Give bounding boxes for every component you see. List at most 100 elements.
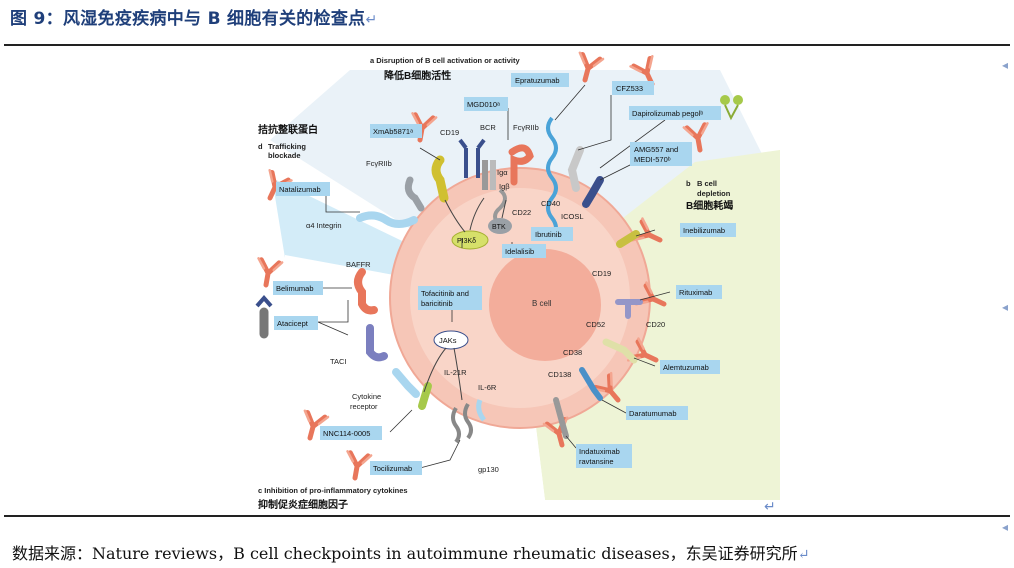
section-c-cn: 抑制促炎症细胞因子	[258, 498, 348, 511]
section-b-cn: B细胞耗竭	[686, 199, 733, 212]
peg-icon	[733, 95, 743, 105]
signal-arrows	[444, 197, 507, 233]
section-b-title: B cell	[697, 179, 717, 188]
peg-icon	[724, 104, 739, 121]
drug-box-tocilizumab	[370, 461, 422, 475]
atacicept-icon	[255, 294, 273, 308]
drug-box-inebilizumab	[680, 223, 736, 237]
drug-label-amg557: MEDI-570ᵇ	[634, 155, 671, 164]
drug-box-cfz533	[612, 81, 654, 95]
molecule-label-fcgriib: FcγRIIb	[513, 123, 539, 132]
molecule-label-il6r: IL-6R	[478, 383, 497, 392]
jak-signal-arrows	[423, 347, 463, 401]
section-c-title: c Inhibition of pro-inflammatory cytokin…	[258, 486, 408, 495]
jaks-node	[433, 330, 469, 350]
drug-box-nnc114	[320, 426, 382, 440]
bottom-rule	[4, 515, 1010, 517]
molecule-label-cd138: CD138	[548, 370, 571, 379]
drug-label-rituximab: Rituximab	[679, 288, 712, 297]
fcgriib-left-receptor	[404, 176, 425, 212]
cd38-receptor	[579, 367, 603, 401]
drug-label-tofacitinib: Tofacitinib and	[421, 289, 469, 298]
cd20-receptor	[615, 299, 643, 319]
margin-mark-icon: ◂	[1001, 520, 1008, 534]
molecule-label-btk: BTK	[492, 224, 506, 231]
drug-box-mgd010	[464, 97, 508, 111]
margin-mark-icon: ◂	[1001, 300, 1008, 314]
drug-label-xmab5871: XmAb5871ᵃ	[373, 127, 413, 136]
drug-box-indatuximab	[576, 444, 632, 468]
molecule-label-cd19: CD19	[592, 269, 611, 278]
section-d-cn: 拮抗整联蛋白	[258, 123, 318, 136]
drug-label-indatuximab: ravtansine	[579, 457, 614, 466]
molecule-label-cd52: CD52	[586, 320, 605, 329]
drug-label-inebilizumab: Inebilizumab	[683, 226, 725, 235]
return-mark-icon: ↵	[797, 547, 810, 563]
molecule-label-cytokine-receptor: Cytokine	[352, 392, 381, 401]
drug-label-nnc114: NNC114-0005	[323, 429, 370, 438]
top-rule	[4, 44, 1010, 46]
drug-label-tofacitinib: baricitinib	[421, 299, 453, 308]
molecule-label-cd19: CD19	[440, 128, 459, 137]
molecule-label-il21r: IL-21R	[444, 368, 467, 377]
molecule-label-cd38: CD38	[563, 348, 582, 357]
bcr-receptor	[458, 138, 486, 178]
section-a-title: a Disruption of B cell activation or act…	[370, 56, 520, 65]
cd40-ligand-receptor	[582, 176, 604, 208]
cytokine-receptor	[392, 368, 420, 398]
peg-icon	[720, 95, 730, 105]
drug-label-ibrutinib: Ibrutinib	[535, 230, 562, 239]
molecule-label-igb: Igβ	[499, 182, 510, 191]
drug-box-tofacitinib	[418, 286, 482, 310]
source-note: 数据来源：Nature reviews，B cell checkpoints i…	[12, 544, 810, 563]
section-a-cn: 降低B细胞活性	[384, 69, 451, 82]
cd19-right-receptor	[616, 230, 640, 248]
drug-box-ibrutinib	[531, 227, 573, 241]
molecule-label-a4-integrin: α4 Integrin	[306, 221, 342, 230]
molecule-label-pi3k: PI3Kδ	[457, 238, 476, 245]
drug-box-amg557	[630, 142, 692, 166]
section-b-title: depletion	[697, 189, 731, 198]
cd40-receptor	[546, 116, 558, 240]
drug-label-idelalisib: Idelalisib	[505, 247, 534, 256]
gp130-receptor	[451, 402, 473, 444]
drug-label-mgd010: MGD010ᵃ	[467, 100, 500, 109]
cd19-top-receptor	[431, 155, 449, 203]
il21r-receptor	[418, 382, 432, 410]
molecule-label-gp130: gp130	[478, 465, 499, 474]
il6r-receptor	[476, 399, 487, 422]
molecule-label-fcgriib: FcγRIIb	[366, 159, 392, 168]
drug-label-alemtuzumab: Alemtuzumab	[663, 363, 709, 372]
molecule-label-cd22: CD22	[512, 208, 531, 217]
drug-box-natalizumab	[276, 182, 330, 196]
drug-label-daratumumab: Daratumumab	[629, 409, 677, 418]
a4-integrin-receptor	[356, 211, 418, 228]
drug-label-epratuzumab: Epratuzumab	[515, 76, 560, 85]
molecule-label-icosl: ICOSL	[561, 212, 584, 221]
iga-chain	[482, 160, 488, 190]
drug-box-atacicept	[274, 316, 318, 330]
cell-label: B cell	[532, 299, 552, 308]
drug-box-idelalisib	[502, 244, 546, 258]
drug-box-epratuzumab	[511, 73, 569, 87]
zone-b-background	[520, 150, 780, 500]
molecule-label-bcr: BCR	[480, 123, 496, 132]
molecule-label-jaks: JAKs	[439, 336, 457, 345]
return-mark-icon: ↵	[365, 12, 378, 28]
end-mark-icon: ↵	[764, 498, 776, 514]
drug-label-natalizumab: Natalizumab	[279, 185, 321, 194]
drug-box-xmab5871	[370, 124, 422, 138]
pi3k-node	[451, 230, 489, 250]
molecule-label-cd40: CD40	[541, 199, 560, 208]
drug-label-indatuximab: Indatuximab	[579, 447, 620, 456]
figure-title: 图 9：风湿免疫疾病中与 B 细胞有关的检查点↵	[10, 9, 378, 29]
drug-label-tocilizumab: Tocilizumab	[373, 464, 412, 473]
molecule-label-baffr: BAFFR	[346, 260, 371, 269]
molecule-label-cd20: CD20	[646, 320, 665, 329]
baffr-receptor	[354, 268, 378, 315]
drug-box-dapirolizumab	[629, 106, 721, 120]
section-b-letter: b	[686, 179, 691, 188]
cd52-receptor	[602, 338, 638, 364]
molecule-label-iga: Igα	[497, 168, 508, 177]
